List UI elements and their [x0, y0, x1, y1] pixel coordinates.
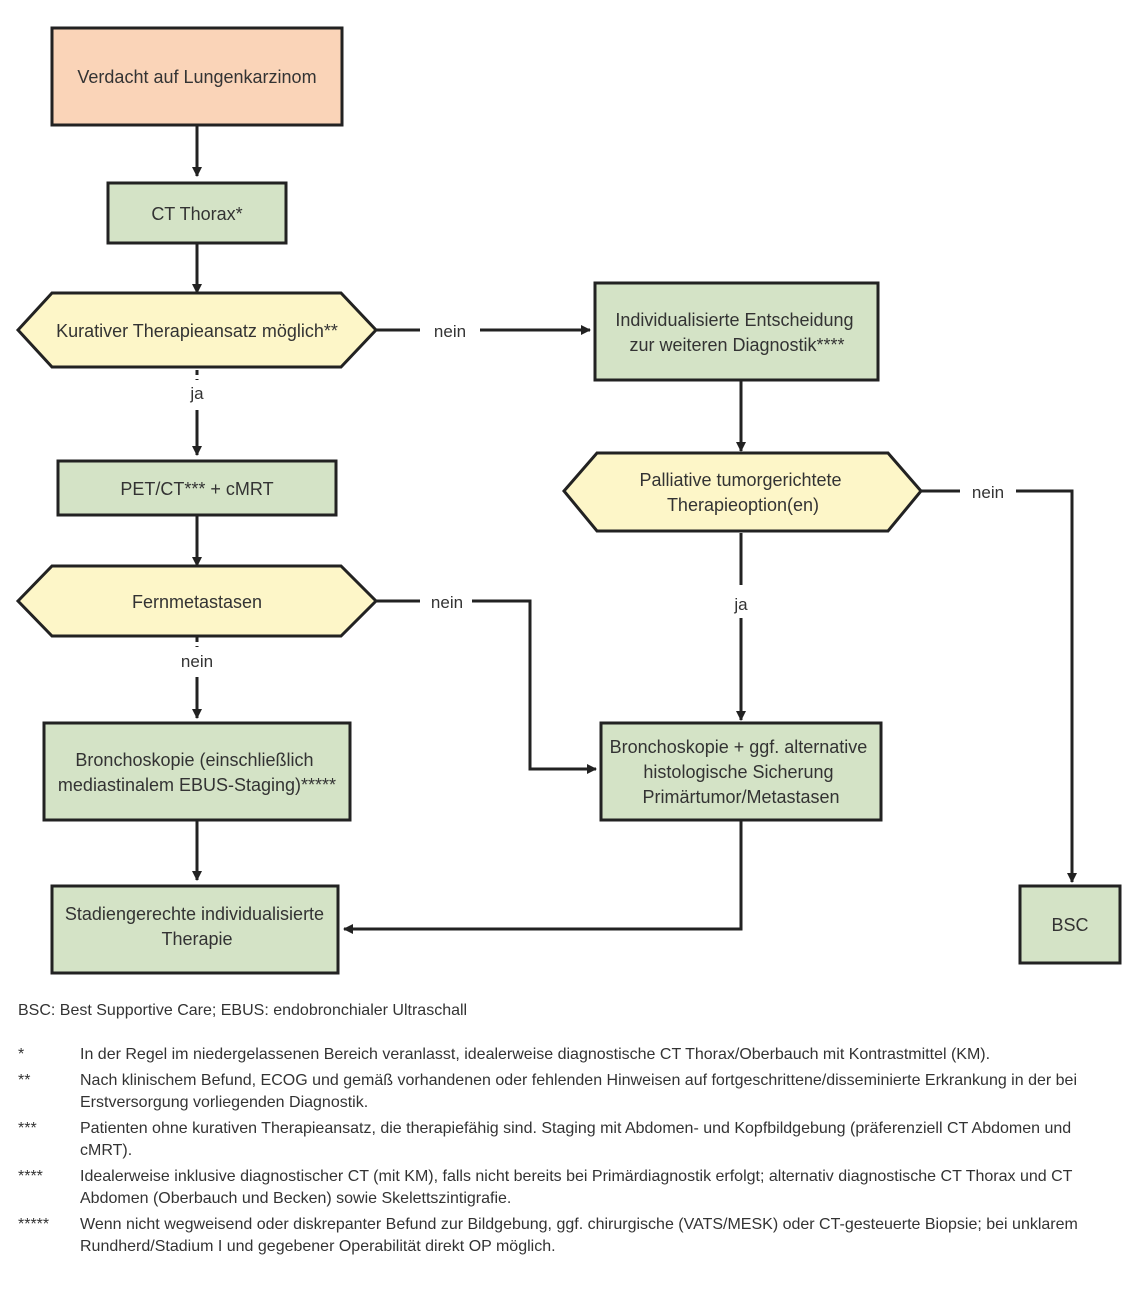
node-stadien-box [50, 884, 340, 975]
node-pall-decision [562, 451, 923, 533]
footnote-mark: **** [18, 1168, 43, 1185]
footnote-text: Patienten ohne kurativen Therapieansatz,… [80, 1120, 1072, 1159]
footnote-text: Idealerweise inklusive diagnostischer CT… [80, 1168, 1073, 1207]
edge-label-pall-nein: nein [972, 483, 1004, 502]
node-ct-label: CT Thorax* [151, 204, 242, 224]
footnote-mark: ***** [18, 1216, 50, 1233]
footnote-mark: *** [18, 1120, 37, 1137]
footnote-mark: ** [18, 1072, 31, 1089]
footnote: ** Nach klinischem Befund, ECOG und gemä… [18, 1070, 1118, 1114]
edge-label-pall-ja: ja [733, 595, 748, 614]
edge-broncho2-stadien [343, 820, 743, 934]
node-pet-label: PET/CT*** + cMRT [120, 479, 273, 499]
footnote-text: Wenn nicht wegweisend oder diskrepanter … [80, 1216, 1078, 1255]
edge-label-fern-nein-down: nein [181, 652, 213, 671]
node-pet-box [56, 459, 338, 517]
edge-label-fern-nein-right: nein [431, 593, 463, 612]
footnote: *** Patienten ohne kurativen Therapieans… [18, 1118, 1118, 1162]
node-bsc-box [1018, 884, 1122, 965]
node-broncho2-box [599, 721, 883, 822]
node-kurativ-decision [15, 291, 379, 369]
edge-label-kurativ-ja: ja [189, 384, 204, 403]
node-ct-box [106, 181, 288, 245]
edge-label-kurativ-nein: nein [434, 322, 466, 341]
node-stadien-label: Stadiengerechte individualisierte Therap… [65, 904, 329, 949]
node-pall-label: Palliative tumorgerichtete Therapieoptio… [639, 470, 846, 515]
node-fern-label: Fernmetastasen [132, 592, 262, 612]
node-start-box [50, 26, 344, 127]
node-indiv-box [593, 281, 880, 382]
node-bsc-label: BSC [1051, 915, 1088, 935]
node-broncho1-box [42, 721, 352, 822]
abbreviations-line: BSC: Best Supportive Care; EBUS: endobro… [18, 1002, 468, 1019]
legend: BSC: Best Supportive Care; EBUS: endobro… [18, 1000, 1118, 1262]
footnote: * In der Regel im niedergelassenen Berei… [18, 1044, 1118, 1066]
node-indiv-label: Individualisierte Entscheidung zur weite… [615, 310, 858, 355]
edge-fern-nein-right-b [472, 599, 597, 774]
footnote: **** Idealerweise inklusive diagnostisch… [18, 1166, 1118, 1210]
edge-pall-nein-b [1016, 489, 1077, 883]
node-start-label: Verdacht auf Lungenkarzinom [77, 67, 316, 87]
node-broncho2-label: Bronchoskopie + ggf. alternative histolo… [610, 737, 873, 807]
node-kurativ-label: Kurativer Therapieansatz möglich** [56, 321, 338, 341]
footnote-mark: * [18, 1046, 25, 1063]
node-fern-decision [15, 564, 379, 638]
footnote-text: In der Regel im niedergelassenen Bereich… [80, 1046, 991, 1063]
footnote-text: Nach klinischem Befund, ECOG und gemäß v… [80, 1072, 1077, 1111]
flowchart: nein ja nein nein nein ja Verdacht auf L… [15, 26, 1122, 975]
node-broncho1-label: Bronchoskopie (einschließlich mediastina… [58, 750, 336, 795]
footnote: ***** Wenn nicht wegweisend oder diskrep… [18, 1214, 1118, 1258]
